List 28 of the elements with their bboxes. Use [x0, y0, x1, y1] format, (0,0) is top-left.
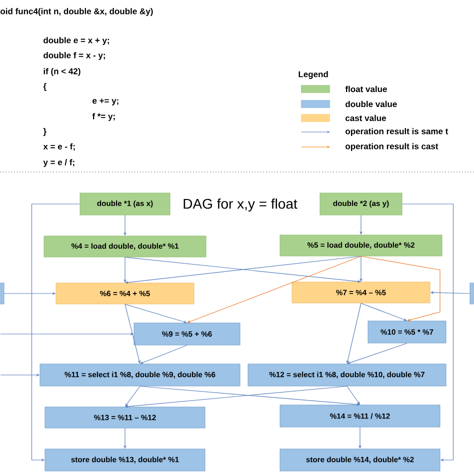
arrow [140, 344, 188, 364]
arrow [347, 342, 408, 364]
arrow [360, 302, 407, 321]
arrow [187, 256, 362, 323]
legend-label: cast value [346, 114, 386, 122]
legend-label: operation result is cast [346, 143, 438, 151]
legend-label: operation result is same t [346, 128, 448, 136]
diagram-title: DAG for x,y = float [184, 198, 298, 212]
code-line: oid func4(int n, double &x, double &y) [0, 8, 153, 16]
code-line: e += y; [92, 98, 118, 106]
arrow [360, 256, 440, 322]
legend-label: float value [345, 86, 387, 92]
partial-box [0, 282, 4, 304]
code-line: f *= y; [92, 113, 115, 121]
arrow [402, 204, 454, 462]
code-line: y = e / f; [43, 159, 74, 167]
legend-label: double value [346, 100, 397, 108]
partial-box [470, 282, 474, 304]
code-line: } [43, 128, 46, 136]
code-line: if (n < 42) [44, 68, 80, 76]
code-line: { [43, 83, 46, 91]
arrow [140, 386, 360, 406]
arrow [124, 304, 187, 324]
code-line: x = e - f; [43, 143, 75, 151]
arrow [125, 386, 348, 408]
legend-title: Legend [298, 71, 328, 79]
code-line: double e = x + y; [44, 37, 109, 45]
code-line: double f = x - y; [44, 52, 105, 60]
